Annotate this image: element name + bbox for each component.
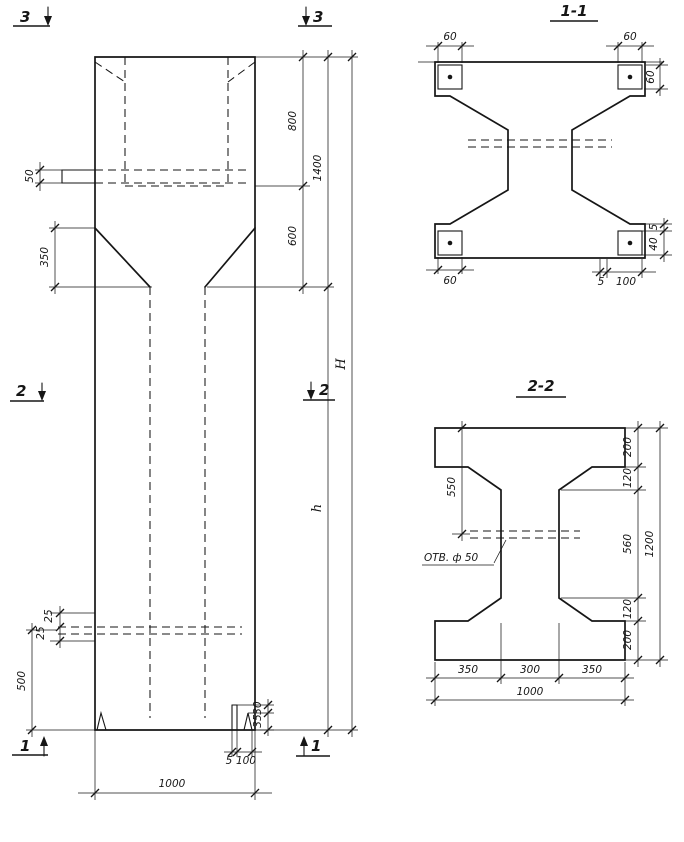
hidden-lines	[58, 57, 256, 718]
dim-560: 560	[622, 534, 634, 554]
dim-600: 600	[287, 226, 299, 246]
section-marker-3-left: 3	[20, 8, 30, 26]
dimension-ticks	[430, 423, 665, 705]
dimension-ticks	[27, 52, 357, 798]
extension-lines	[437, 42, 672, 278]
dimension-labels: 550 200 120 560 120 200 1200 350 300 350…	[446, 437, 656, 698]
anchor-dot	[627, 240, 633, 246]
dimension-lines	[426, 421, 661, 701]
dim-200-bottom: 200	[622, 630, 634, 650]
dim-200-top: 200	[622, 437, 634, 457]
dim-25-b: 25	[35, 626, 47, 640]
section-marker-1-left: 1	[20, 737, 30, 755]
anchor-dot	[627, 74, 633, 80]
dim-120-top: 120	[622, 468, 634, 488]
extension-lines	[26, 56, 358, 800]
dim-5: 5	[226, 755, 233, 767]
section-2-2-title: 2-2	[527, 377, 554, 395]
arrow-up-icon	[40, 736, 48, 746]
dim-5-right: 5	[648, 223, 660, 230]
dim-30: 30	[252, 701, 264, 715]
section-markers: 3 3 2 2 1 1	[10, 6, 335, 757]
arrow-down-icon	[44, 16, 52, 26]
dim-60-top-left: 60	[443, 31, 457, 43]
section-1-1-outline	[418, 61, 664, 259]
section-2-2-outline	[434, 427, 626, 661]
dim-60-bottom-left: 60	[443, 275, 457, 287]
hidden-hole-lines	[470, 530, 580, 539]
section-1-1-view: 1-1	[418, 2, 672, 288]
dim-800: 800	[287, 111, 299, 131]
section-marker-1-right: 1	[311, 737, 321, 755]
dim-350-left: 350	[458, 664, 478, 676]
dim-40-right: 40	[648, 237, 660, 251]
dim-60-right: 60	[645, 70, 657, 84]
column-outline	[61, 56, 256, 731]
dim-1000: 1000	[159, 778, 186, 790]
dimension-labels: 800 600 1400 h H 50 350 25 25 500 1000 5…	[16, 111, 349, 790]
dim-35: 35	[252, 714, 264, 728]
dim-550: 550	[446, 477, 458, 497]
anchor-dot	[447, 240, 453, 246]
dim-1200: 1200	[644, 530, 656, 557]
dim-500: 500	[16, 671, 28, 691]
dim-25-a: 25	[43, 609, 55, 623]
section-1-1-title: 1-1	[560, 2, 587, 20]
section-marker-2-right: 2	[319, 381, 329, 399]
hole-callout: ОТВ. ф 50	[422, 539, 507, 566]
dimension-labels: 60 60 60 60 5 100 5 40	[443, 31, 660, 288]
dim-1000-overall: 1000	[517, 686, 544, 698]
dimension-lines	[31, 50, 353, 794]
dim-1400: 1400	[312, 154, 324, 181]
arrow-down-icon	[307, 390, 315, 400]
dim-100: 100	[236, 755, 256, 767]
dim-h: h	[310, 504, 325, 512]
dim-120-bottom: 120	[622, 599, 634, 619]
dim-5-bottom: 5	[598, 276, 605, 288]
dim-350: 350	[39, 247, 51, 267]
corner-anchor-plates	[437, 64, 643, 256]
section-marker-2-left: 2	[16, 382, 26, 400]
dim-60-top-right: 60	[623, 31, 637, 43]
extension-lines	[434, 427, 668, 706]
dim-350-right: 350	[582, 664, 602, 676]
dim-H: H	[334, 358, 349, 371]
dim-100-bottom: 100	[616, 276, 636, 288]
section-2-2-view: 2-2 ОТВ. ф 50	[422, 377, 668, 706]
arrow-up-icon	[300, 736, 308, 746]
arrow-down-icon	[302, 16, 310, 26]
section-marker-3-right: 3	[313, 8, 323, 26]
arrow-down-icon	[38, 391, 46, 401]
hidden-hole-lines	[468, 139, 612, 148]
dim-300: 300	[520, 664, 540, 676]
anchor-dot	[447, 74, 453, 80]
dim-50: 50	[24, 169, 36, 183]
dimension-ticks	[433, 41, 669, 277]
hole-label: ОТВ. ф 50	[424, 552, 479, 564]
elevation-view: 800 600 1400 h H 50 350 25 25 500 1000 5…	[10, 6, 358, 800]
